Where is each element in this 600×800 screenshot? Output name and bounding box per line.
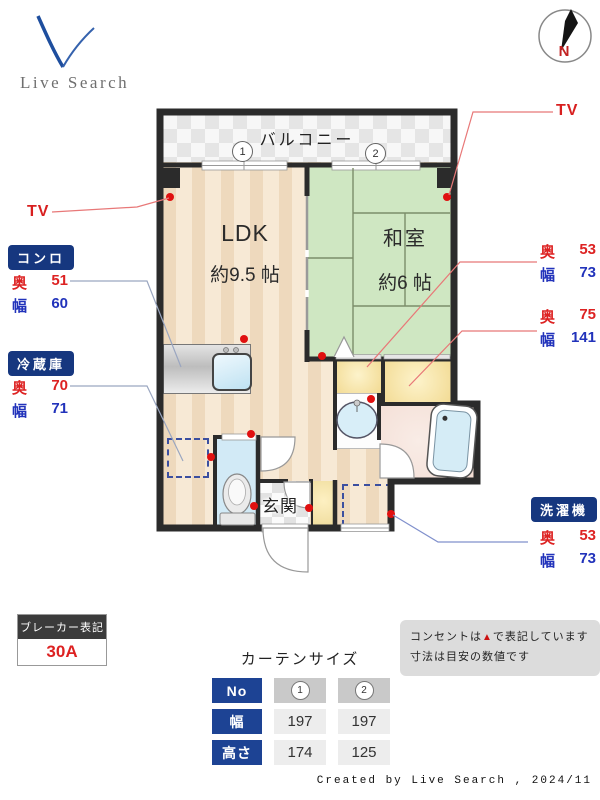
tv-label-left: TV bbox=[27, 203, 50, 220]
note-line-1: コンセントは▲で表記しています bbox=[410, 631, 589, 643]
toilet-room-floor bbox=[215, 437, 257, 525]
ldk-name: LDK bbox=[221, 220, 269, 246]
logo-text: Live Search bbox=[20, 73, 129, 92]
closet-large bbox=[383, 357, 451, 404]
washitsu-size: 約6 帖 bbox=[378, 273, 432, 294]
window-2-number: 2 bbox=[365, 143, 386, 164]
compass-icon: N bbox=[538, 9, 592, 63]
entrance-door-band bbox=[261, 523, 309, 533]
tv-right-leader bbox=[448, 111, 553, 196]
curtain-col-2: 2 bbox=[338, 678, 390, 703]
genkan-label: 玄関 bbox=[262, 497, 298, 516]
curtain-row-width-label: 幅 bbox=[212, 709, 262, 734]
breaker-value: 30A bbox=[18, 639, 106, 665]
refrigerator-space bbox=[167, 438, 209, 478]
note-line-2: 寸法は目安の数値です bbox=[410, 650, 530, 663]
curtain-width-1: 197 bbox=[274, 709, 326, 734]
ldk-size: 約9.5 帖 bbox=[210, 265, 280, 286]
curtain-table: No 1 2 幅 197 197 高さ 174 125 bbox=[212, 678, 390, 765]
legend-note: コンセントは▲で表記しています 寸法は目安の数値です bbox=[400, 620, 600, 676]
breaker-title: ブレーカー表記 bbox=[18, 615, 106, 639]
breaker-box: ブレーカー表記 30A bbox=[17, 614, 107, 666]
tv-label-right: TV bbox=[556, 102, 579, 119]
washitsu-room-label: 和室 約6 帖 bbox=[350, 222, 460, 295]
curtain-width-2: 197 bbox=[338, 709, 390, 734]
ldk-room-label: LDK 約9.5 帖 bbox=[180, 220, 310, 287]
front-door-arc bbox=[262, 527, 309, 573]
washitsu-name: 和室 bbox=[383, 228, 427, 250]
plan-cutout bbox=[390, 480, 454, 528]
sentakuki-badge: 洗濯機 bbox=[531, 497, 598, 522]
footer-credit: Created by Live Search , 2024/11 bbox=[316, 775, 592, 787]
shoe-cabinet bbox=[312, 481, 335, 525]
balcony-floor: バルコニー bbox=[163, 115, 451, 162]
curtain-col-1: 1 bbox=[274, 678, 326, 703]
tv-left-leader bbox=[51, 197, 170, 213]
reizouko-badge: 冷蔵庫 bbox=[8, 351, 75, 376]
closet-small bbox=[335, 357, 381, 393]
curtain-row-height-label: 高さ bbox=[212, 740, 262, 765]
window-1-number: 1 bbox=[232, 141, 253, 162]
bathroom-floor bbox=[381, 404, 474, 478]
kitchen-sink bbox=[212, 353, 252, 391]
curtain-col-header: No bbox=[212, 678, 262, 703]
konro-badge: コンロ bbox=[8, 245, 75, 270]
curtain-title: カーテンサイズ bbox=[240, 651, 360, 668]
balcony-label: バルコニー bbox=[259, 132, 355, 149]
outlet-triangle-icon: ▲ bbox=[482, 632, 493, 643]
curtain-height-2: 125 bbox=[338, 740, 390, 765]
compass-n: N bbox=[559, 43, 570, 60]
washer-space bbox=[342, 484, 392, 526]
washbasin-room bbox=[335, 393, 382, 449]
curtain-height-1: 174 bbox=[274, 740, 326, 765]
live-search-logo-mark: Live Search bbox=[20, 15, 129, 92]
